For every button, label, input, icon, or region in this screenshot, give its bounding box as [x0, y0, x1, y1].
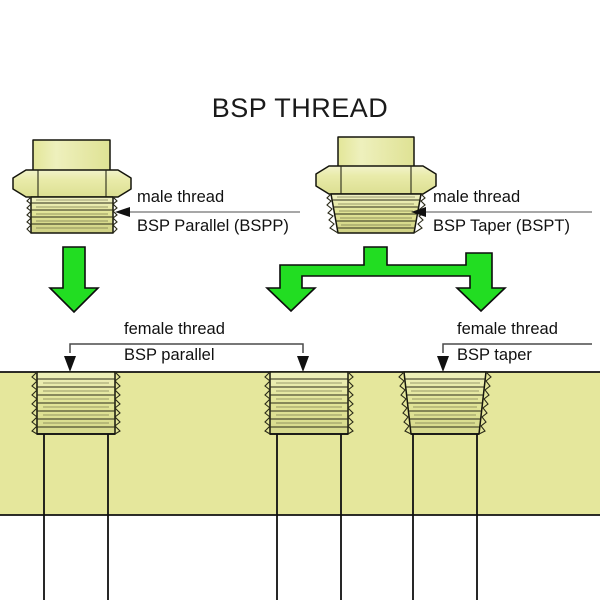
female-taper-bracket — [442, 343, 592, 353]
green-forked-arrow-taper — [265, 246, 507, 313]
female-parallel-hole-middle — [264, 371, 354, 600]
thread-profile-left-edge-l — [26, 196, 32, 234]
hole-2-profile-right — [347, 371, 354, 435]
tapped-material-block — [0, 371, 600, 600]
left-fitting-label-line1: male thread — [137, 188, 224, 206]
hex-nut-right — [315, 165, 437, 195]
hole-3-thread-crests — [405, 378, 485, 428]
hole-2-thread-crests — [270, 378, 348, 428]
hole-1-profile-left — [31, 371, 38, 435]
left-fitting-label-line2: BSP Parallel (BSPP) — [137, 217, 289, 235]
thread-crests-right — [332, 196, 420, 229]
hole-1-thread-crests — [37, 378, 115, 428]
female-taper-label-line1: female thread — [457, 320, 558, 338]
female-parallel-arrow-left — [64, 356, 76, 372]
thread-profile-right-edge-l — [326, 193, 339, 234]
right-fitting-label-line2: BSP Taper (BSPT) — [433, 217, 570, 235]
hole-1-profile-right — [114, 371, 121, 435]
thread-profile-left-edge-r — [112, 196, 118, 234]
leader-arrowhead-right — [411, 207, 426, 217]
female-parallel-label-line2: BSP parallel — [124, 346, 215, 364]
female-thread-parallel-label: female thread BSP parallel — [64, 320, 309, 372]
fitting-stem-left — [32, 139, 111, 175]
female-parallel-hole-left — [31, 371, 121, 600]
female-parallel-arrow-middle — [297, 356, 309, 372]
bsp-taper-male-fitting — [315, 136, 437, 234]
female-thread-taper-label: female thread BSP taper — [437, 320, 592, 372]
thread-crests-left — [31, 199, 113, 229]
hex-nut-left — [12, 169, 132, 198]
hole-2-profile-left — [264, 371, 271, 435]
left-fitting-callout: male thread BSP Parallel (BSPP) — [115, 188, 300, 235]
female-taper-hole-right — [398, 371, 492, 600]
bsp-parallel-male-fitting — [12, 139, 132, 234]
female-taper-arrow — [437, 356, 449, 372]
right-fitting-callout: male thread BSP Taper (BSPT) — [411, 188, 592, 235]
right-fitting-label-line1: male thread — [433, 188, 520, 206]
hole-3-profile-right — [478, 371, 492, 435]
hole-3-profile-left — [398, 371, 412, 435]
page-title: BSP THREAD — [212, 93, 389, 123]
leader-arrowhead-left — [115, 207, 130, 217]
green-down-arrow-parallel — [48, 246, 100, 314]
fitting-stem-right — [337, 136, 415, 171]
female-parallel-label-line1: female thread — [124, 320, 225, 338]
female-taper-label-line2: BSP taper — [457, 346, 532, 364]
female-parallel-bracket — [69, 343, 304, 353]
